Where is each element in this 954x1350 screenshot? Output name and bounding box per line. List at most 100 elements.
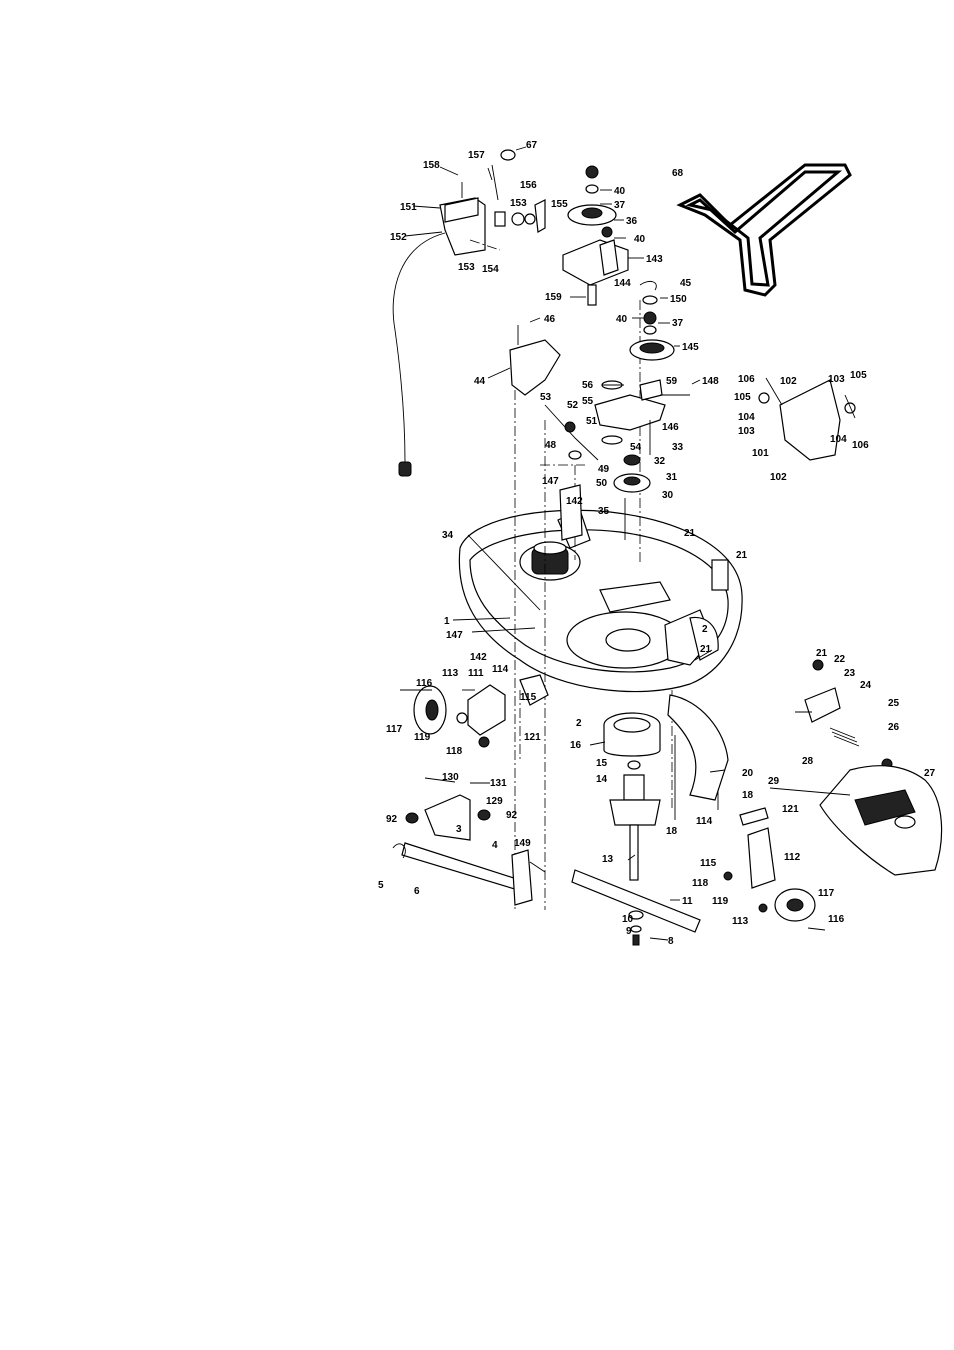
part-label: 142: [566, 496, 583, 507]
part-number-labels: 157 67 158 156 153 155 151 152 153 154 4…: [378, 140, 936, 947]
part-label: 114: [696, 816, 713, 827]
part-label: 48: [545, 440, 557, 451]
part-label: 11: [682, 896, 693, 907]
part-label: 104: [738, 412, 755, 423]
part-label: 10: [622, 914, 634, 925]
part-label: 152: [390, 232, 407, 243]
part-label: 37: [672, 318, 684, 329]
part-label: 111: [468, 668, 484, 679]
part-label: 92: [386, 814, 398, 825]
part-label: 148: [702, 376, 719, 387]
part-label: 119: [712, 896, 729, 907]
part-label: 8: [668, 936, 674, 947]
part-label: 156: [520, 180, 537, 191]
part-label: 6: [414, 886, 420, 897]
part-label: 150: [670, 294, 687, 305]
part-label: 44: [474, 376, 486, 387]
idler-arm-assembly: [544, 379, 690, 541]
part-label: 147: [542, 476, 559, 487]
right-pulley-stack: [629, 280, 675, 361]
part-label: 40: [616, 314, 628, 325]
part-label: 118: [446, 746, 463, 757]
part-label: 116: [416, 678, 433, 689]
part-label: 103: [828, 374, 845, 385]
part-label: 114: [492, 664, 509, 675]
part-label: 158: [423, 160, 440, 171]
part-label: 113: [442, 668, 459, 679]
part-label: 147: [446, 630, 463, 641]
part-label: 1: [444, 616, 450, 627]
part-label: 104: [830, 434, 847, 445]
idler-pulley-assembly: [562, 165, 629, 306]
part-label: 51: [586, 416, 598, 427]
part-label: 129: [486, 796, 503, 807]
part-label: 33: [672, 442, 684, 453]
part-label: 56: [582, 380, 594, 391]
part-label: 113: [732, 916, 749, 927]
part-label: 13: [602, 854, 614, 865]
part-label: 105: [734, 392, 751, 403]
drive-belt: [676, 163, 852, 297]
part-label: 4: [492, 840, 498, 851]
part-label: 20: [742, 768, 754, 779]
part-label: 31: [666, 472, 678, 483]
part-label: 121: [782, 804, 799, 815]
part-label: 46: [544, 314, 556, 325]
part-label: 102: [770, 472, 787, 483]
right-gauge-wheel: [723, 807, 826, 931]
part-label: 59: [666, 376, 678, 387]
part-label: 101: [752, 448, 769, 459]
part-label: 21: [736, 550, 748, 561]
part-label: 115: [520, 692, 537, 703]
part-label: 106: [852, 440, 869, 451]
part-label: 144: [614, 278, 631, 289]
part-label: 53: [540, 392, 552, 403]
part-label: 92: [506, 810, 518, 821]
part-label: 153: [510, 198, 527, 209]
part-label: 40: [614, 186, 626, 197]
part-label: 145: [682, 342, 699, 353]
part-label: 35: [598, 506, 610, 517]
part-label: 14: [596, 774, 608, 785]
part-label: 40: [634, 234, 646, 245]
part-label: 5: [378, 880, 384, 891]
callout-leaders: [404, 146, 726, 941]
part-label: 16: [570, 740, 582, 751]
part-label: 143: [646, 254, 663, 265]
part-label: 34: [442, 530, 454, 541]
cable-bracket-assembly: [392, 149, 546, 477]
part-label: 50: [596, 478, 608, 489]
part-label: 151: [400, 202, 417, 213]
part-label: 154: [482, 264, 499, 275]
belt-guard: [509, 325, 561, 396]
part-label: 32: [654, 456, 666, 467]
part-label: 115: [700, 858, 717, 869]
part-label: 54: [630, 442, 642, 453]
part-label: 112: [784, 852, 801, 863]
rear-lift-arm: [667, 694, 729, 820]
part-label: 149: [514, 838, 531, 849]
part-label: 24: [860, 680, 872, 691]
part-label: 146: [662, 422, 679, 433]
part-label: 105: [850, 370, 867, 381]
part-label: 119: [414, 732, 431, 743]
part-label: 153: [458, 262, 475, 273]
part-label: 121: [524, 732, 541, 743]
left-gauge-wheel: [400, 674, 549, 748]
part-label: 21: [816, 648, 828, 659]
part-label: 102: [780, 376, 797, 387]
part-label: 9: [626, 926, 632, 937]
part-label: 55: [582, 396, 594, 407]
part-label: 118: [692, 878, 709, 889]
part-label: 117: [818, 888, 835, 899]
part-label: 28: [802, 756, 814, 767]
part-label: 37: [614, 200, 626, 211]
discharge-chute-assembly: [769, 659, 943, 876]
part-label: 117: [386, 724, 403, 735]
part-label: 30: [662, 490, 674, 501]
part-label: 29: [768, 776, 780, 787]
part-label: 18: [666, 826, 678, 837]
part-label: 49: [598, 464, 610, 475]
part-label: 2: [702, 624, 708, 635]
